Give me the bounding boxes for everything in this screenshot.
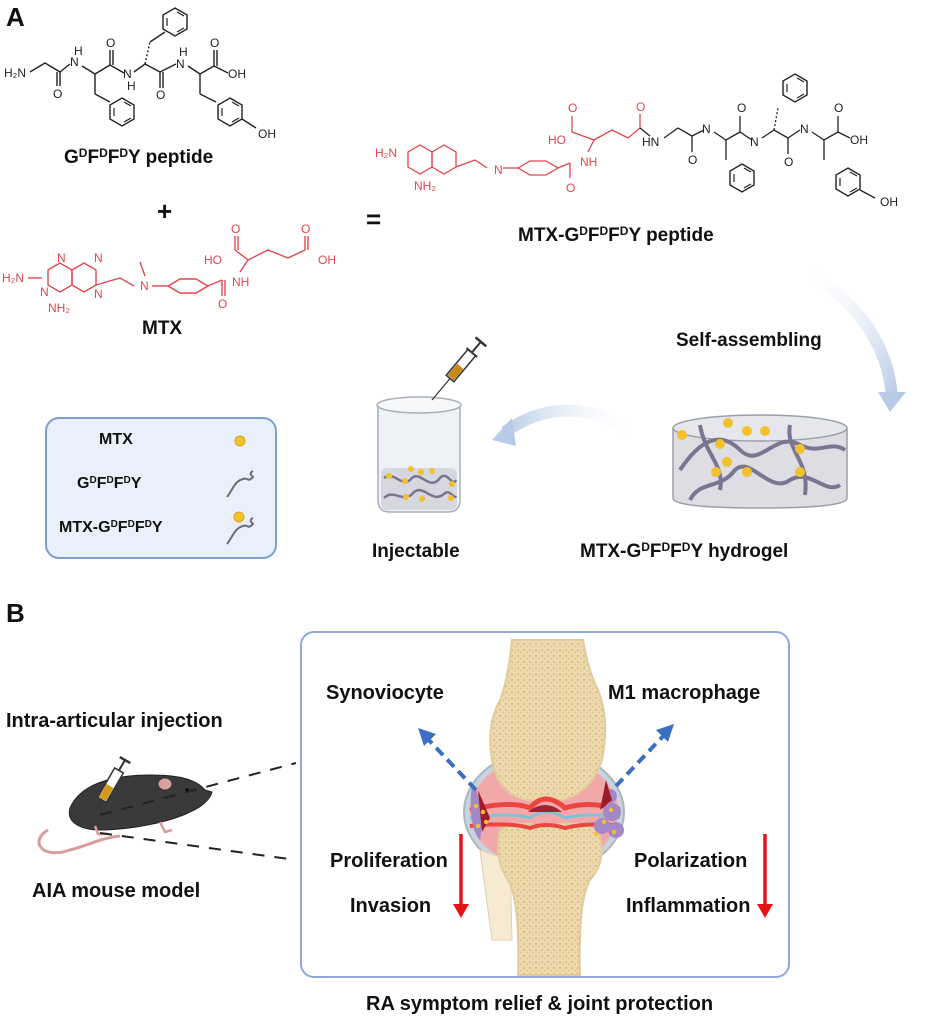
macrophage-cluster bbox=[593, 780, 624, 838]
polarization-label: Polarization bbox=[634, 850, 748, 872]
svg-text:O: O bbox=[566, 181, 575, 195]
svg-text:O: O bbox=[218, 297, 227, 311]
beaker-icon bbox=[376, 396, 462, 513]
inflammation-label: Inflammation bbox=[626, 895, 751, 917]
zoom-guide-line-lower bbox=[99, 832, 297, 861]
legend-box: MTX GDFDFDY MTX-GDFDFDY bbox=[45, 417, 277, 559]
conjugate-strand-icon bbox=[226, 517, 255, 545]
macrophage-arrowhead bbox=[656, 724, 674, 742]
gdfdfdy-structure: H₂N O N H O N H O N H O OH OH bbox=[4, 7, 276, 141]
svg-text:N: N bbox=[94, 251, 103, 265]
panel-b-letter: B bbox=[6, 598, 25, 628]
mtx-gdfdfdy-peptide-label: MTX-GDFDFDY peptide bbox=[518, 224, 714, 246]
synoviocyte-arrowhead bbox=[418, 728, 436, 746]
svg-text:N: N bbox=[57, 251, 66, 265]
intra-articular-injection-label: Intra-articular injection bbox=[6, 710, 223, 732]
svg-text:OH: OH bbox=[258, 127, 276, 141]
synoviocyte-label: Synoviocyte bbox=[326, 682, 444, 704]
tibia-bone bbox=[497, 822, 603, 976]
equals-sign: = bbox=[366, 204, 382, 234]
injectable-label: Injectable bbox=[372, 541, 460, 562]
svg-text:NH: NH bbox=[580, 155, 597, 169]
svg-text:NH: NH bbox=[232, 275, 249, 289]
invasion-label: Invasion bbox=[350, 895, 432, 917]
svg-text:N: N bbox=[140, 279, 149, 293]
svg-text:OH: OH bbox=[880, 195, 898, 209]
svg-text:H₂N: H₂N bbox=[2, 271, 24, 285]
svg-text:O: O bbox=[156, 88, 165, 102]
chemical-structures: H₂N O N H O N H O N H O OH OH bbox=[2, 7, 898, 315]
legend-conjugate-label: MTX-GDFDFDY bbox=[59, 519, 163, 536]
svg-text:O: O bbox=[106, 36, 115, 50]
atom-h2n: H₂N bbox=[4, 66, 26, 80]
svg-text:NH₂: NH₂ bbox=[414, 179, 436, 193]
m1-macrophage-label: M1 macrophage bbox=[608, 682, 761, 704]
yellow-dot-icon bbox=[234, 435, 246, 447]
injectable-arrow bbox=[501, 404, 644, 445]
process-illustration bbox=[376, 262, 906, 513]
svg-text:H: H bbox=[179, 45, 188, 59]
svg-text:OH: OH bbox=[850, 133, 868, 147]
self-assembly-arrow bbox=[797, 262, 898, 401]
svg-text:H₂N: H₂N bbox=[375, 146, 397, 160]
svg-text:N: N bbox=[70, 55, 79, 69]
svg-text:N: N bbox=[123, 67, 132, 81]
injectable-arrowhead bbox=[492, 418, 516, 446]
svg-text:N: N bbox=[800, 122, 809, 136]
svg-text:N: N bbox=[702, 122, 711, 136]
hydrogel-label: MTX-GDFDFDY hydrogel bbox=[580, 540, 789, 562]
synoviocyte-cluster bbox=[470, 785, 490, 840]
svg-text:O: O bbox=[737, 101, 746, 115]
plus-sign: + bbox=[157, 196, 173, 226]
mtx-label: MTX bbox=[142, 318, 183, 339]
footer-label: RA symptom relief & joint protection bbox=[366, 993, 714, 1015]
self-assembly-arrowhead bbox=[878, 392, 906, 412]
inflamed-synovium bbox=[469, 796, 621, 813]
panel-a-letter: A bbox=[6, 2, 25, 32]
svg-text:OH: OH bbox=[228, 67, 246, 81]
svg-text:H: H bbox=[127, 79, 136, 93]
legend-icons bbox=[226, 435, 255, 545]
svg-text:OH: OH bbox=[318, 253, 336, 267]
femur-bone bbox=[489, 639, 607, 801]
svg-text:O: O bbox=[784, 155, 793, 169]
svg-text:O: O bbox=[688, 153, 697, 167]
svg-text:N: N bbox=[750, 135, 759, 149]
legend-mtx-label: MTX bbox=[99, 431, 133, 448]
conjugate-dot-icon bbox=[233, 511, 245, 523]
proliferation-label: Proliferation bbox=[330, 850, 448, 872]
zoom-guide-line-upper bbox=[99, 762, 297, 816]
conjugate-structure: H₂N NH₂ N O NH HO O O HN O bbox=[375, 73, 898, 209]
synoviocyte-arrow bbox=[424, 735, 478, 792]
macrophage-arrow bbox=[614, 731, 668, 788]
svg-text:H: H bbox=[74, 44, 83, 58]
legend-gdfdfdy-label: GDFDFDY bbox=[77, 475, 142, 492]
gdfdfdy-peptide-label: GDFDFDY peptide bbox=[64, 146, 214, 168]
svg-text:O: O bbox=[301, 222, 310, 236]
svg-text:HO: HO bbox=[204, 253, 222, 267]
aia-mouse-model-label: AIA mouse model bbox=[32, 880, 201, 902]
svg-text:O: O bbox=[210, 36, 219, 50]
mtx-structure: H₂N N N N N NH₂ N O NH O HO O OH bbox=[2, 222, 336, 315]
peptide-strand-icon bbox=[226, 470, 255, 498]
svg-text:O: O bbox=[53, 87, 62, 101]
hydrogel-icon bbox=[672, 414, 848, 509]
svg-text:N: N bbox=[494, 163, 503, 177]
svg-text:N: N bbox=[176, 57, 185, 71]
svg-text:O: O bbox=[636, 100, 645, 114]
svg-text:N: N bbox=[40, 285, 49, 299]
svg-text:O: O bbox=[834, 101, 843, 115]
mouse-syringe-icon bbox=[94, 755, 131, 813]
svg-text:N: N bbox=[94, 287, 103, 301]
syringe-icon bbox=[431, 336, 488, 401]
self-assembling-label: Self-assembling bbox=[676, 330, 822, 351]
svg-text:HO: HO bbox=[548, 133, 566, 147]
svg-text:NH₂: NH₂ bbox=[48, 301, 70, 315]
svg-text:HN: HN bbox=[642, 135, 659, 149]
svg-text:O: O bbox=[231, 222, 240, 236]
svg-text:O: O bbox=[568, 101, 577, 115]
